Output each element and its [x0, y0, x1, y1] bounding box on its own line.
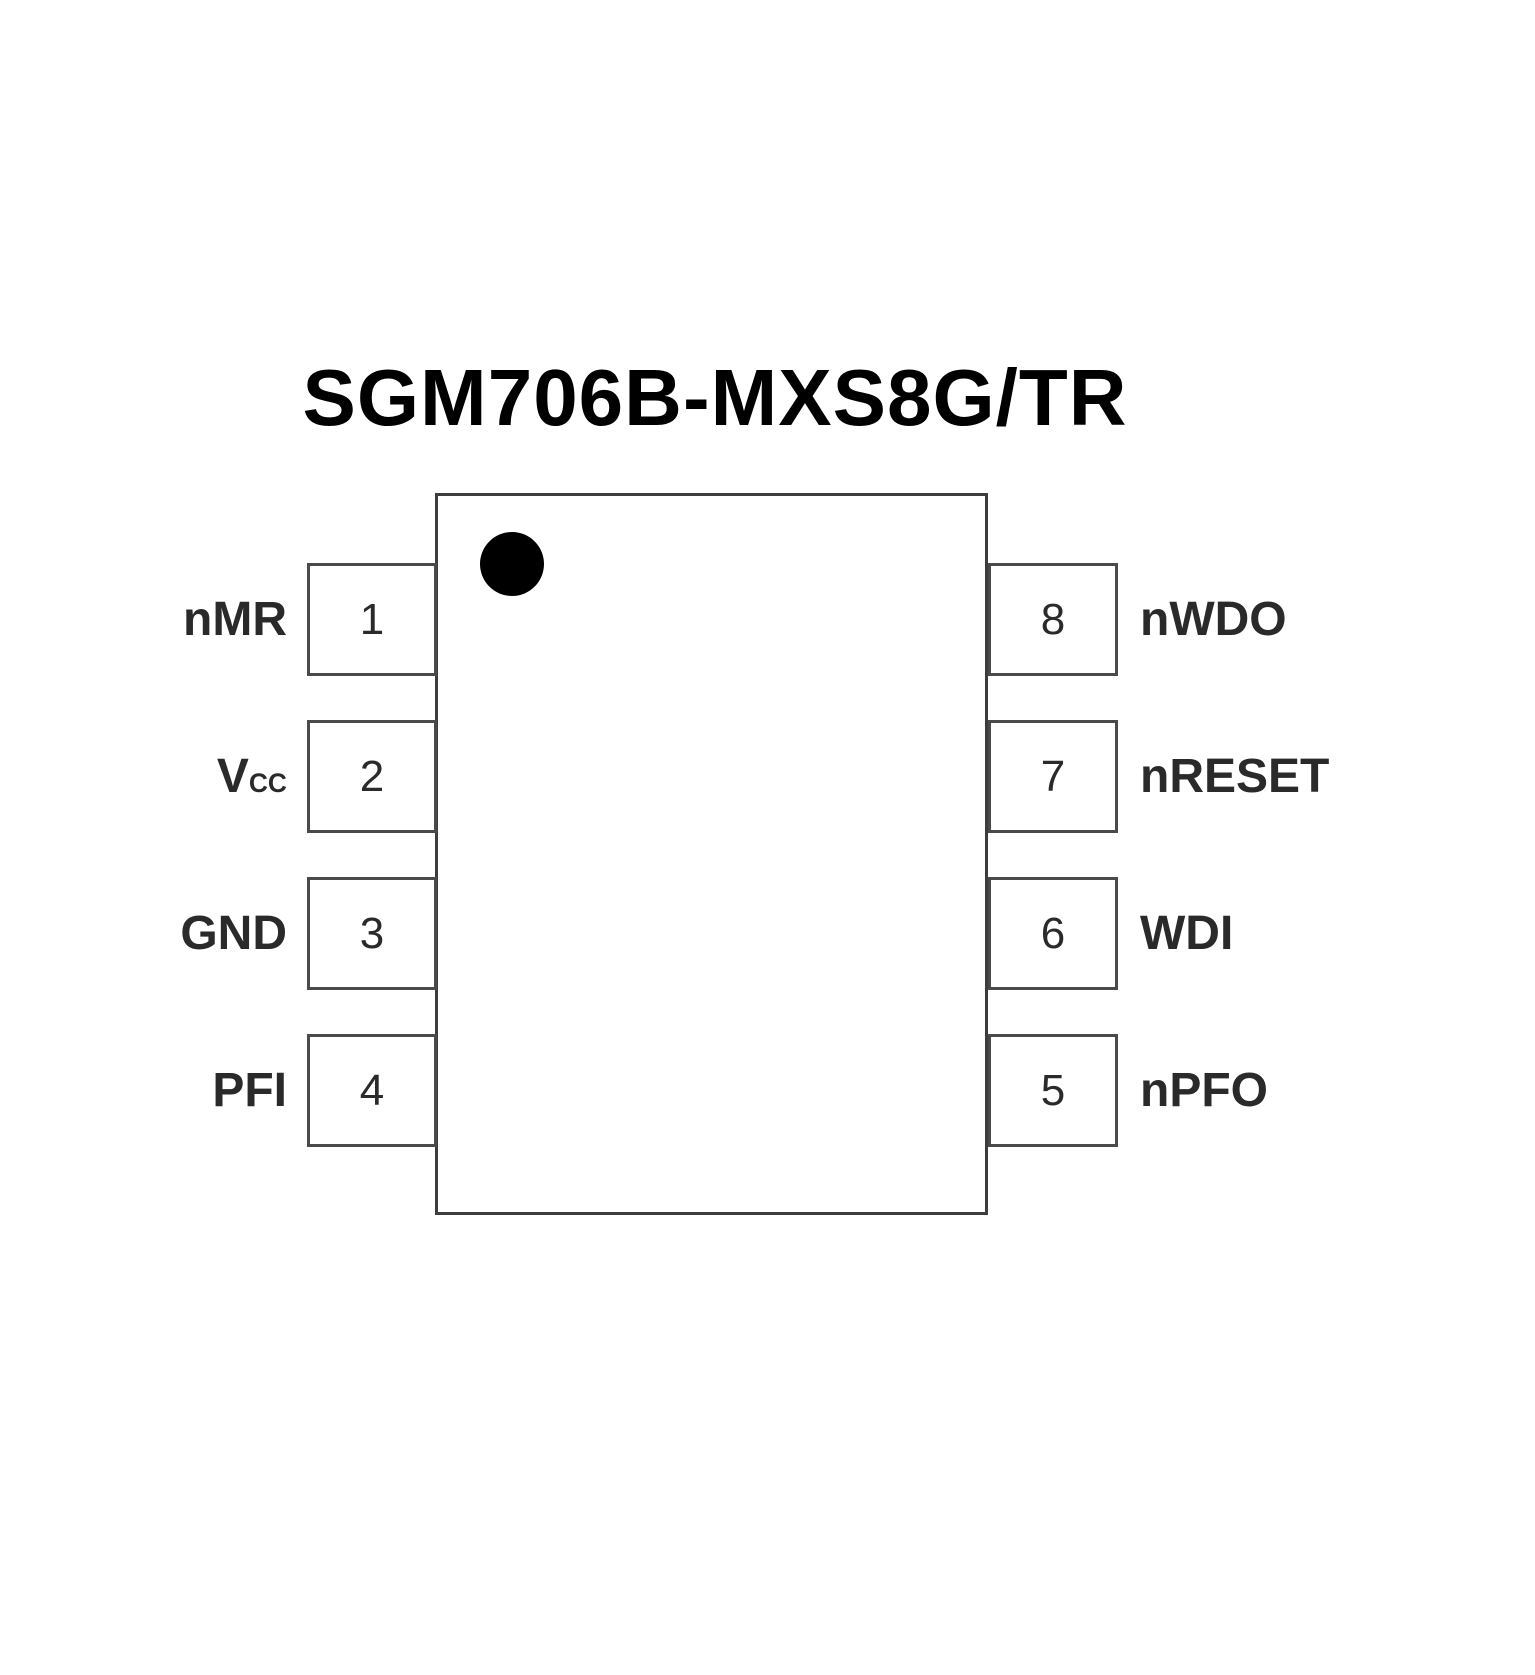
pin-box-2: 2 [307, 720, 437, 833]
pin-name-text: GND [180, 907, 287, 960]
pin-name-nmr: nMR [0, 563, 287, 676]
pin-name-text: nRESET [1140, 750, 1330, 803]
chip-title: SGM706B-MXS8G/TR [302, 353, 1128, 442]
pin-name-gnd: GND [0, 877, 287, 990]
pin-name-nwdo: nWDO [1140, 563, 1287, 676]
pin-box-3: 3 [307, 877, 437, 990]
pin-name-text: V [216, 750, 249, 803]
pin1-indicator-dot [480, 532, 544, 596]
pin-number: 5 [1040, 1065, 1066, 1115]
pin-name-text: nMR [183, 593, 287, 646]
pin-name-subscript: CC [248, 767, 287, 798]
chip-body [435, 493, 988, 1215]
pin-number: 4 [359, 1065, 385, 1115]
pin-name-npfo: nPFO [1140, 1034, 1268, 1147]
pin-box-5: 5 [988, 1034, 1118, 1147]
pin-box-7: 7 [988, 720, 1118, 833]
pin-number: 8 [1040, 594, 1066, 644]
pin-name-nreset: nRESET [1140, 720, 1329, 833]
pin-name-wdi: WDI [1140, 877, 1233, 990]
pin-number: 3 [359, 908, 385, 958]
pin-box-8: 8 [988, 563, 1118, 676]
pin-number: 2 [359, 751, 385, 801]
pin-number: 1 [359, 594, 385, 644]
pin-box-6: 6 [988, 877, 1118, 990]
pin-name-text: nWDO [1140, 593, 1287, 646]
pin-name-text: PFI [212, 1064, 287, 1117]
pin-box-1: 1 [307, 563, 437, 676]
pin-name-pfi: PFI [0, 1034, 287, 1147]
pin-box-4: 4 [307, 1034, 437, 1147]
pin-name-text: WDI [1140, 907, 1234, 960]
pin-number: 7 [1040, 751, 1066, 801]
pin-name-text: nPFO [1140, 1064, 1268, 1117]
pin-number: 6 [1040, 908, 1066, 958]
